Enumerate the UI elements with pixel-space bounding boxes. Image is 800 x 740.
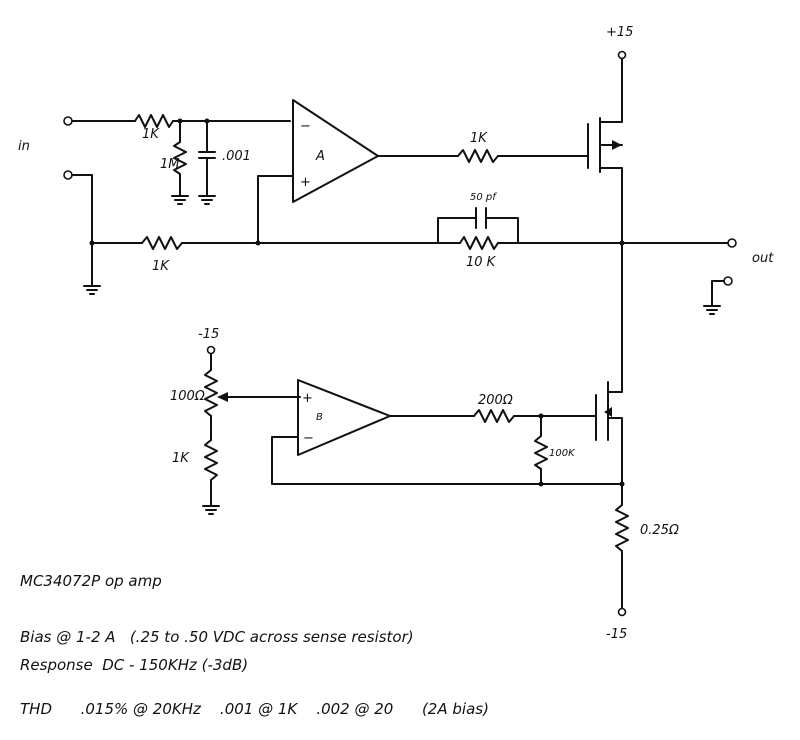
resistor-1m <box>173 141 187 175</box>
ground-icon <box>198 195 216 205</box>
mosfet-upper-arrow <box>612 140 622 150</box>
opamp-b-label: B <box>316 412 323 423</box>
supply-bias-label: -15 <box>198 327 219 342</box>
pot-bias-label: 100Ω <box>170 389 205 404</box>
note-opamp: MC34072P op amp <box>20 572 162 590</box>
resistor-100k <box>534 435 548 470</box>
supply-neg-terminal <box>617 607 627 617</box>
ground-icon <box>171 195 189 205</box>
resistor-1k-ground <box>141 236 183 250</box>
resistor-sense <box>615 504 629 552</box>
resistor-10k <box>459 236 499 250</box>
r-gate-a-label: 1K <box>470 131 488 146</box>
capacitor-50pf <box>475 207 487 229</box>
opamp-a-plus: + <box>300 175 311 190</box>
ground-icon <box>703 305 721 315</box>
capacitor-001 <box>198 120 216 197</box>
r-pulldown-label: 100K <box>549 448 576 459</box>
r-1m-label: 1M <box>160 157 180 172</box>
opamp-a-label: A <box>315 149 325 164</box>
c-feedback-label: 50 pf <box>470 192 497 203</box>
opamp-b <box>297 379 391 456</box>
resistor-1k-input <box>134 114 174 128</box>
potentiometer-100 <box>204 369 218 417</box>
opamp-a-minus: − <box>300 119 311 134</box>
r-ground-label: 1K <box>152 259 170 274</box>
wire <box>271 436 623 485</box>
opamp-b-plus: + <box>302 391 313 406</box>
wire <box>71 174 93 287</box>
wire <box>599 58 623 123</box>
r-gate-b-label: 200Ω <box>478 393 513 408</box>
input-terminal <box>63 116 73 180</box>
output-ground-terminal <box>723 276 733 286</box>
resistor-1k-bias <box>204 439 218 481</box>
mosfet-lower-arrow <box>604 407 612 417</box>
wiper-arrow <box>217 392 228 402</box>
supply-pos-label: +15 <box>606 25 633 40</box>
input-label: in <box>18 139 30 154</box>
r-feedback-label: 10 K <box>466 255 497 270</box>
wire <box>607 242 623 393</box>
supply-neg-label: -15 <box>606 627 627 642</box>
ground-icon <box>202 505 220 515</box>
wire <box>437 217 519 244</box>
supply-bias-terminal <box>206 345 216 355</box>
wire <box>607 417 623 485</box>
output-label: out <box>752 251 774 266</box>
r-bias-lower-label: 1K <box>172 451 190 466</box>
opamp-b-minus: − <box>303 431 314 446</box>
wire <box>497 139 589 157</box>
r-input-label: 1K <box>142 127 160 142</box>
note-response: Response DC - 150KHz (-3dB) <box>20 656 249 674</box>
resistor-200 <box>473 409 515 423</box>
wire <box>257 175 294 244</box>
supply-pos-terminal <box>617 50 627 60</box>
r-sense-label: 0.25Ω <box>640 523 679 538</box>
note-thd: THD .015% @ 20KHz .001 @ 1K .002 @ 20 (2… <box>20 700 489 718</box>
output-terminal <box>727 238 737 248</box>
c-001-label: .001 <box>222 149 251 164</box>
note-bias: Bias @ 1-2 A (.25 to .50 VDC across sens… <box>20 628 414 646</box>
ground-icon <box>83 285 101 295</box>
opamp-a <box>292 99 379 203</box>
wire <box>711 280 725 307</box>
wire <box>599 144 623 244</box>
resistor-1k-gate-a <box>457 149 499 163</box>
